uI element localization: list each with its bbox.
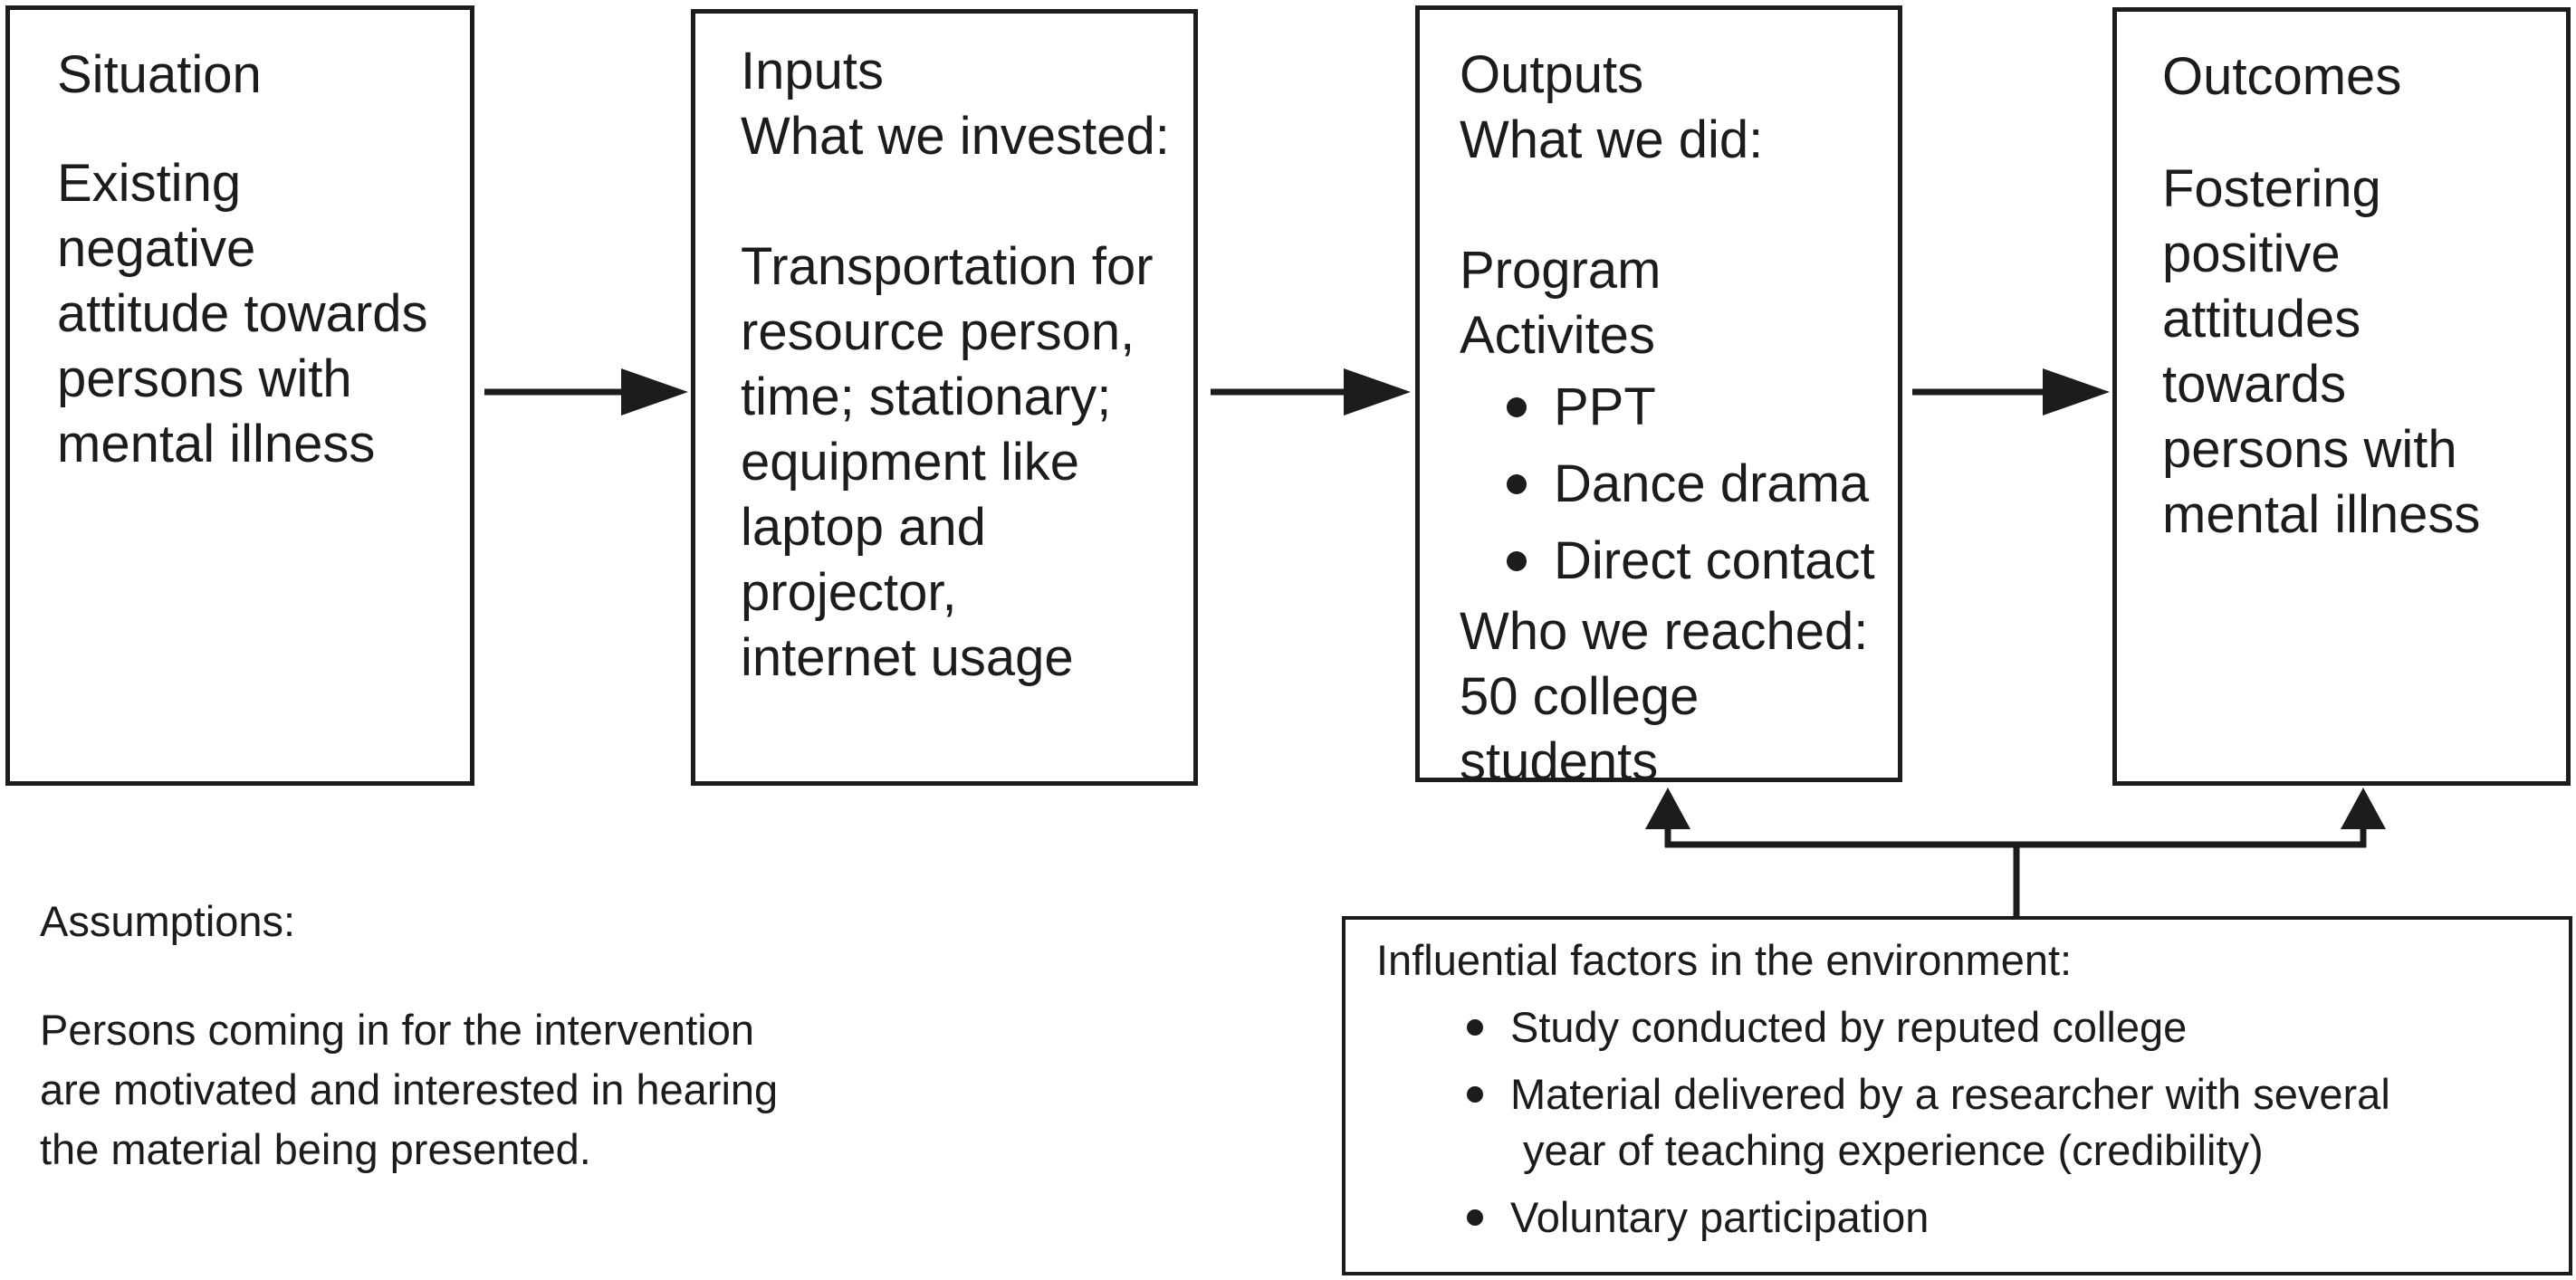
influential-title: Influential factors in the environment: xyxy=(1376,936,2073,984)
outputs-subtitle: What we did: xyxy=(1460,110,1764,169)
influential-bullet-line: year of teaching experience (credibility… xyxy=(1523,1126,2264,1174)
bullet-icon xyxy=(1507,473,1527,494)
situation-body: Existing negative attitude towards perso… xyxy=(57,151,448,477)
bullet-icon xyxy=(1467,1209,1483,1226)
outputs-section-line: Activites xyxy=(1460,306,1655,365)
influential-bullet-item: Material delivered by a researcher with … xyxy=(1467,1066,2554,1179)
influential-to-outcomes-arrow xyxy=(2341,788,2386,847)
bullet-icon xyxy=(1507,550,1527,571)
outputs-footer-line: Who we reached: xyxy=(1460,602,1869,661)
outputs-footer-line: 50 college students xyxy=(1460,667,1700,791)
inputs-body-line: internet usage xyxy=(741,628,1074,687)
outcomes-body: Fostering positive attitudes towards per… xyxy=(2162,157,2548,548)
influential-to-outputs-arrow xyxy=(1645,788,1690,847)
outcomes-title: Outcomes xyxy=(2162,47,2402,106)
inputs-body-line: resource person, xyxy=(741,302,1135,361)
inputs-body-line: equipment like xyxy=(741,433,1079,492)
bullet-icon xyxy=(1467,1086,1483,1103)
outcomes-body-line: persons with xyxy=(2162,420,2457,479)
outputs-box: Outputs What we did: Program Activites P… xyxy=(1415,5,1902,791)
assumptions-block: Assumptions: Persons coming in for the i… xyxy=(40,892,778,1180)
arrow-outputs-to-outcomes xyxy=(1912,368,2110,416)
inputs-box: Inputs What we invested: Transportation … xyxy=(691,9,1198,786)
outputs-bullet-item: PPT xyxy=(1460,368,1887,445)
assumptions-line: Persons coming in for the intervention xyxy=(40,1006,754,1054)
situation-box: Situation Existing negative attitude tow… xyxy=(5,5,474,786)
situation-body-line: Existing negative xyxy=(57,154,256,278)
bullet-icon xyxy=(1467,1019,1483,1036)
outcomes-box: Outcomes Fostering positive attitudes to… xyxy=(2112,7,2571,786)
inputs-body-line: Transportation for xyxy=(741,237,1154,296)
influential-bullet-label: Study conducted by reputed college xyxy=(1510,1003,2188,1051)
outputs-bullet-label: Dance drama xyxy=(1554,454,1870,513)
outcomes-body-line: attitudes towards xyxy=(2162,290,2361,414)
outcomes-body-line: mental illness xyxy=(2162,485,2481,544)
arrow-inputs-to-outputs xyxy=(1211,368,1411,416)
outcomes-body-line: Fostering positive xyxy=(2162,159,2381,283)
inputs-body: Transportation for resource person, time… xyxy=(741,234,1179,691)
bullet-icon xyxy=(1507,396,1527,417)
influential-bullet-label: Voluntary participation xyxy=(1510,1193,1930,1241)
assumptions-line: the material being presented. xyxy=(40,1125,591,1173)
influential-bullet-label: Material delivered by a researcher with … xyxy=(1510,1066,2390,1179)
assumptions-title: Assumptions: xyxy=(40,897,296,945)
inputs-body-line: time; stationary; xyxy=(741,368,1112,426)
situation-title: Situation xyxy=(57,45,262,104)
spacer xyxy=(741,169,1179,234)
situation-body-line: mental illness xyxy=(57,415,376,473)
situation-body-line: attitude towards xyxy=(57,284,428,343)
arrow-situation-to-inputs xyxy=(484,368,688,416)
influential-bullet-item: Voluntary participation xyxy=(1467,1189,2554,1246)
outputs-bullet-item: Dance drama xyxy=(1460,445,1887,522)
influential-bullet-item: Study conducted by reputed college xyxy=(1467,999,2554,1056)
situation-body-line: persons with xyxy=(57,349,352,408)
assumptions-line: are motivated and interested in hearing xyxy=(40,1065,779,1113)
influential-factors-box: Influential factors in the environment: … xyxy=(1342,916,2572,1275)
spacer xyxy=(1460,173,1887,238)
inputs-subtitle: What we invested: xyxy=(741,107,1170,166)
outputs-section-line: Program xyxy=(1460,241,1661,300)
outputs-bullet-item: Direct contact xyxy=(1460,522,1887,599)
outputs-bullet-label: PPT xyxy=(1554,377,1656,436)
assumptions-body: Persons coming in for the intervention a… xyxy=(40,1000,778,1180)
influential-bullet-list: Study conducted by reputed college Mater… xyxy=(1376,999,2554,1246)
inputs-body-line: laptop and projector, xyxy=(741,498,986,622)
inputs-title: Inputs xyxy=(741,42,884,100)
outputs-bullet-label: Direct contact xyxy=(1554,530,1875,590)
influential-bullet-line: Material delivered by a researcher with … xyxy=(1510,1070,2390,1118)
influential-connector-bracket xyxy=(1665,841,2366,920)
outputs-bullet-list: PPT Dance drama Direct contact xyxy=(1460,368,1887,599)
outputs-title: Outputs xyxy=(1460,45,1644,104)
